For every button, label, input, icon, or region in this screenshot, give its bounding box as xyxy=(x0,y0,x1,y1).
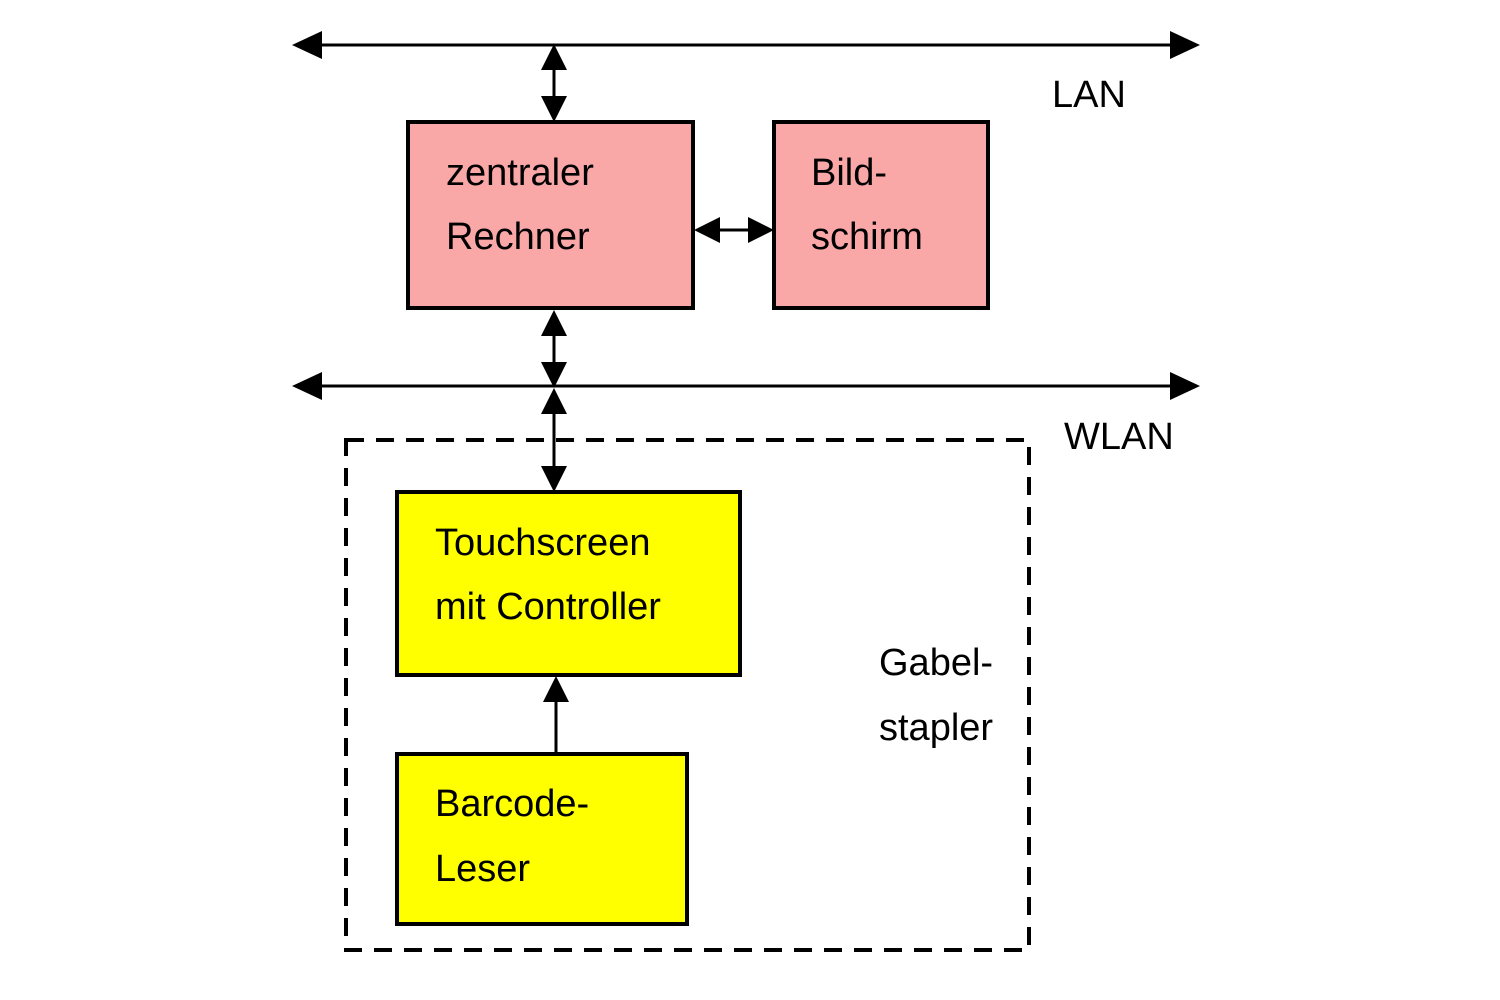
rechner-box xyxy=(406,120,695,310)
wlan-bus-left-arrowhead xyxy=(292,372,322,400)
barcode-label-line2: Leser xyxy=(435,848,530,890)
rechner-label-line2: Rechner xyxy=(446,216,590,258)
wlan-bus-right-arrowhead xyxy=(1170,372,1200,400)
bildschirm-label-line1: Bild- xyxy=(811,152,887,194)
barcode-label-line1: Barcode- xyxy=(435,783,589,825)
wlan-touchscreen-connector xyxy=(541,388,567,492)
rechner-block: zentraler Rechner xyxy=(406,120,695,310)
wlan-label: WLAN xyxy=(1064,416,1174,458)
touchscreen-label-line1: Touchscreen xyxy=(435,522,650,564)
lan-label: LAN xyxy=(1052,74,1126,116)
bildschirm-box xyxy=(772,120,990,310)
gabelstapler-label-line2: stapler xyxy=(879,707,993,749)
gabelstapler-label-line1: Gabel- xyxy=(879,642,993,684)
bildschirm-label-line2: schirm xyxy=(811,216,923,258)
barcode-box xyxy=(395,752,689,926)
barcode-touchscreen-connector xyxy=(543,676,569,756)
rechner-wlan-connector xyxy=(541,310,567,388)
lan-bus-right-arrowhead xyxy=(1170,31,1200,59)
lan-bus-left-arrowhead xyxy=(292,31,322,59)
barcode-block: Barcode- Leser xyxy=(395,752,689,926)
touchscreen-box xyxy=(395,490,742,677)
wlan-bus xyxy=(292,372,1200,400)
bildschirm-block: Bild- schirm xyxy=(772,120,990,310)
touchscreen-block: Touchscreen mit Controller xyxy=(395,490,742,677)
touchscreen-label-line2: mit Controller xyxy=(435,586,661,628)
lan-bus xyxy=(292,31,1200,59)
rechner-bildschirm-connector xyxy=(694,217,774,243)
lan-rechner-connector xyxy=(541,44,567,122)
rechner-label-line1: zentraler xyxy=(446,152,594,194)
gabelstapler-group-border xyxy=(344,438,1031,952)
